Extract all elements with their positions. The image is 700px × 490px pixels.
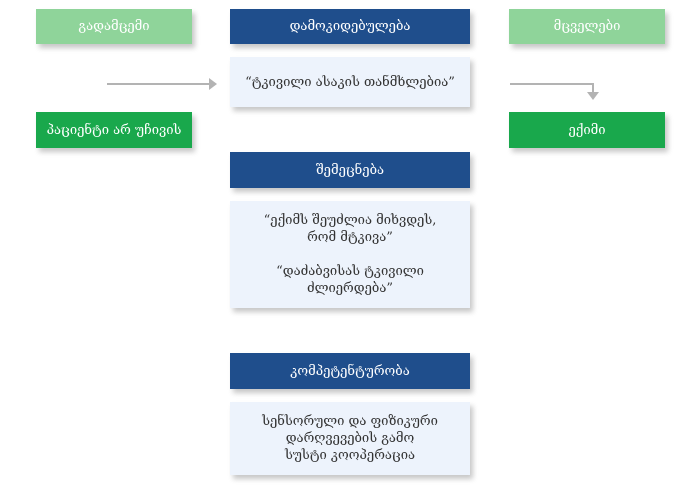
guardians-box: მცველები: [509, 9, 665, 44]
competence-header-label: კომპეტენტურობა: [290, 363, 410, 379]
attitude-quote: “ტკივილი ასაკის თანმხლებია”: [245, 74, 455, 90]
competence-text-box: სენსორული და ფიზიკური დარღვევების გამო ს…: [230, 402, 470, 475]
doctor-label: ექიმი: [568, 122, 606, 138]
cognition-header: შემეცნება: [230, 152, 470, 188]
left-connector-line: [107, 83, 211, 85]
transmitter-box: გადამცემი: [36, 9, 192, 44]
competence-header: კომპეტენტურობა: [230, 353, 470, 389]
cognition-quote-box: “ექიმს შეუძლია მიხვდეს, რომ მტკივა” “დაძ…: [230, 201, 470, 308]
attitude-quote-box: “ტკივილი ასაკის თანმხლებია”: [230, 57, 470, 107]
cognition-quotes: “ექიმს შეუძლია მიხვდეს, რომ მტკივა” “დაძ…: [263, 213, 437, 296]
patient-label: პაციენტი არ უჩივის: [46, 122, 182, 138]
right-connector-arrowhead: [587, 92, 599, 100]
left-connector-arrowhead: [209, 78, 217, 90]
attitude-header-label: დამოკიდებულება: [289, 19, 411, 34]
transmitter-label: გადამცემი: [78, 19, 150, 34]
competence-text: სენსორული და ფიზიკური დარღვევების გამო ს…: [262, 414, 438, 463]
guardians-label: მცველები: [553, 19, 621, 34]
patient-box: პაციენტი არ უჩივის: [36, 112, 192, 148]
cognition-header-label: შემეცნება: [315, 162, 385, 178]
attitude-header: დამოკიდებულება: [230, 9, 470, 44]
right-connector-vertical: [592, 83, 594, 93]
right-connector-horizontal: [510, 83, 594, 85]
doctor-box: ექიმი: [509, 112, 665, 148]
